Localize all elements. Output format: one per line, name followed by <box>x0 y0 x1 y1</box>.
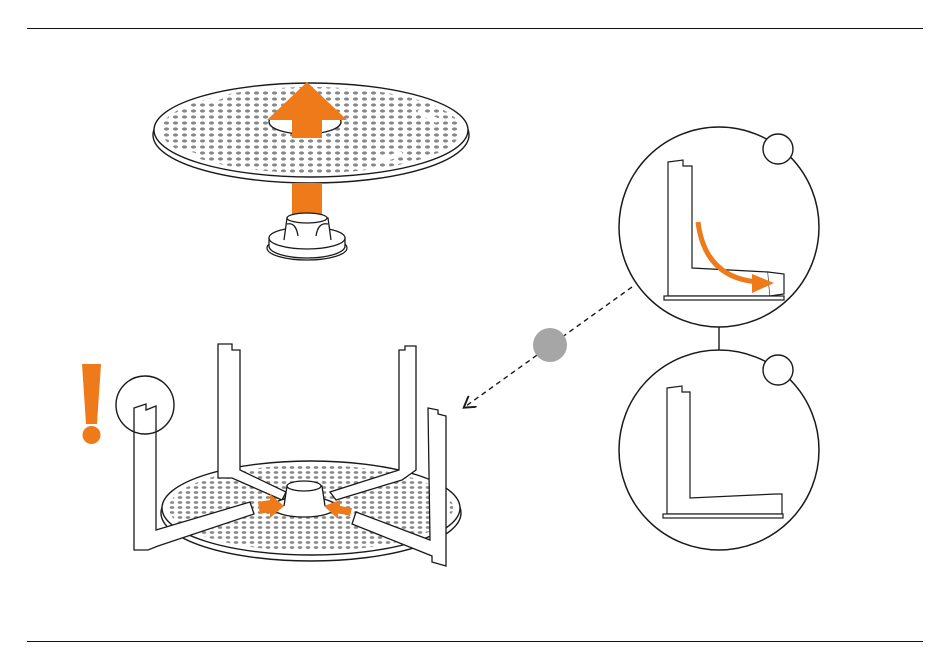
detail-after <box>619 350 819 550</box>
detail-before <box>619 127 819 327</box>
hub <box>267 213 347 260</box>
dashed-arrow-icon <box>466 287 632 406</box>
detail-before-badge <box>763 134 793 164</box>
detail-after-badge <box>763 355 793 385</box>
step-dot <box>533 328 567 362</box>
exclamation-icon <box>82 364 101 444</box>
tray-lift-panel <box>153 82 469 260</box>
rack-panel <box>82 344 461 566</box>
